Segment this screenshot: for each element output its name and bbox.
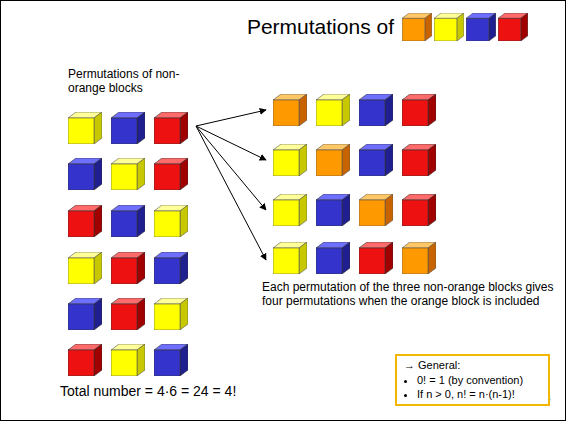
bullet-list: 0! = 1 (by convention)If n > 0, n! = n·(… bbox=[404, 374, 541, 402]
box-heading: → General: bbox=[404, 359, 541, 373]
caption-note: Permutations of non-orange blocks bbox=[68, 67, 208, 96]
slide-title: Permutations of bbox=[247, 14, 394, 39]
note-box: → General:0! = 1 (by convention)If n > 0… bbox=[395, 354, 550, 406]
bullet-item: 0! = 1 (by convention) bbox=[417, 374, 541, 388]
bullet-item: If n > 0, n! = n·(n-1)! bbox=[417, 388, 541, 402]
explanation-note: Each permutation of the three non-orange… bbox=[262, 280, 554, 309]
total-formula: Total number = 4·6 = 24 = 4! bbox=[60, 383, 236, 400]
